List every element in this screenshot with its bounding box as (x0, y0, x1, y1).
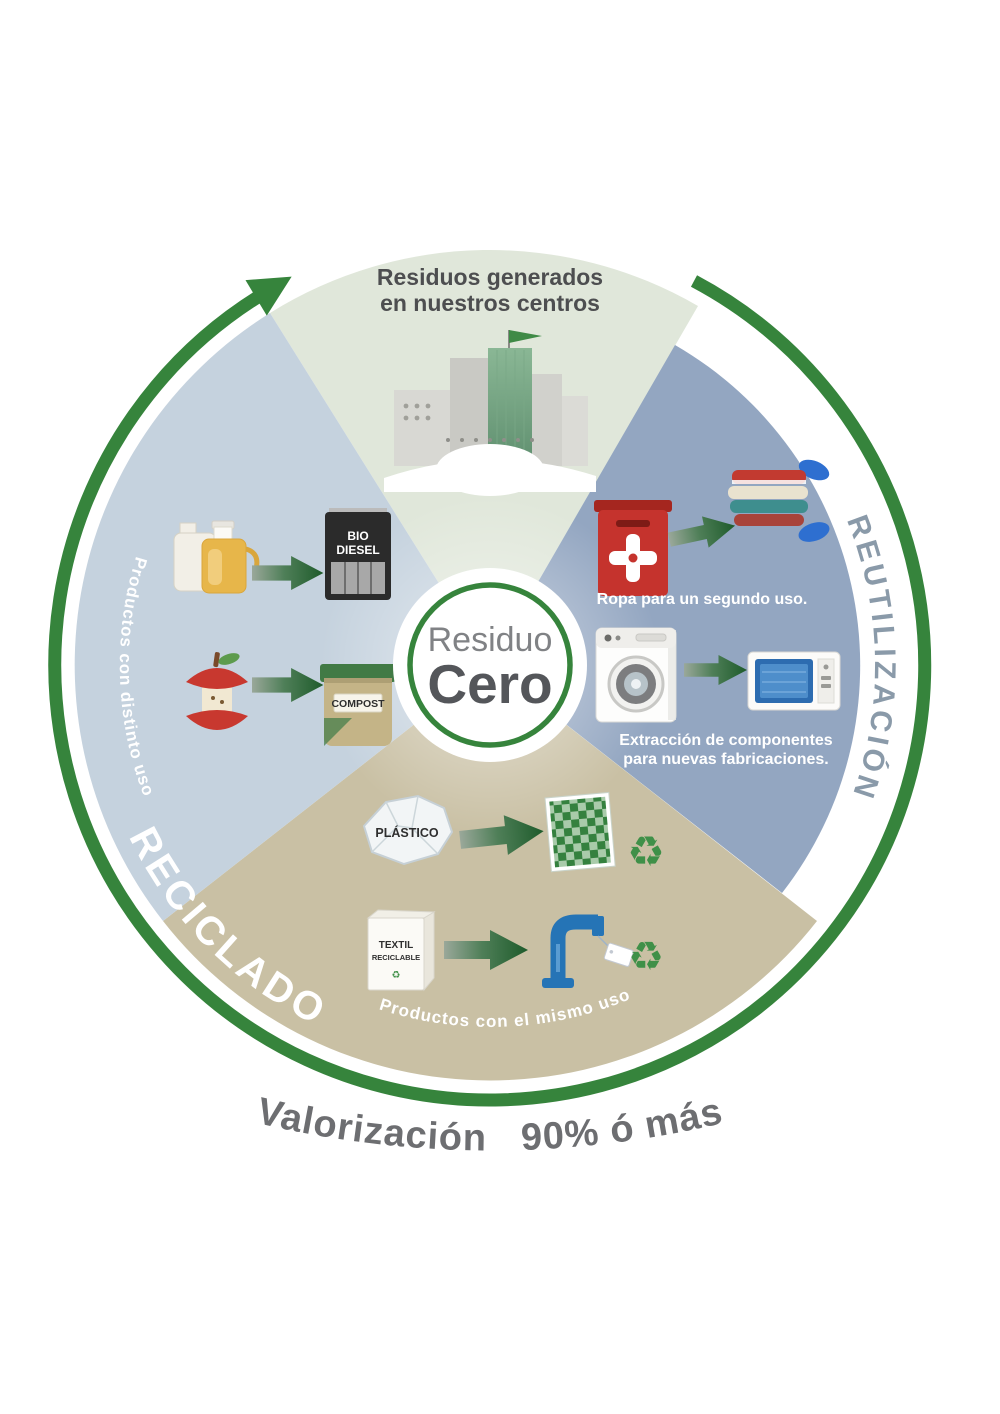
cycle-arrow-ring (48, 275, 932, 1107)
textile-box-icon: TEXTIL RECICLABLE ♻ (366, 909, 436, 992)
price-tag-icon (603, 942, 634, 967)
top-sector-title-line1: Residuos generados (377, 264, 603, 290)
apple-core-icon (186, 652, 248, 730)
center-building-icon (384, 330, 596, 496)
sector-mismo-uso (163, 665, 817, 1081)
hand-bottom-icon (798, 522, 830, 542)
center-title-line2: Cero (427, 653, 552, 715)
center-title-line1: Residuo (428, 621, 553, 659)
recycle-symbol-box: ♻ (392, 970, 401, 981)
biodiesel-label-line1: BIO (347, 529, 368, 543)
recycled-sheet-icon (544, 791, 616, 873)
plastico-label: PLÁSTICO (375, 825, 438, 840)
plastic-waste-icon: PLÁSTICO (362, 794, 454, 866)
biodiesel-label-line2: DIESEL (336, 543, 379, 557)
hand-top-icon (798, 459, 830, 481)
washing-machine-icon (595, 627, 677, 723)
sector-reciclado (74, 313, 490, 921)
caption-extraccion-line2: para nuevas fabricaciones. (623, 751, 828, 768)
microwave-icon (747, 651, 841, 711)
caption-extraccion-line1: Extracción de componentes (619, 732, 832, 749)
donation-container-icon (594, 500, 672, 596)
caption-ropa: Ropa para un segundo uso. (597, 591, 808, 608)
textil-label-line1: TEXTIL (379, 940, 413, 951)
cycle-wheel (74, 250, 861, 1081)
top-sector-title-line2: en nuestros centros (380, 290, 600, 316)
recycle-symbol-textile: ♻ (628, 935, 664, 979)
compost-bag-icon: COMPOST (320, 664, 396, 746)
faucet-icon (542, 914, 634, 988)
biodiesel-pump-icon: BIO DIESEL (325, 508, 391, 600)
building-flag-icon (509, 330, 542, 343)
recycle-symbol-plastic: ♻ (627, 828, 665, 875)
textil-label-line2: RECICLABLE (372, 953, 420, 962)
compost-label: COMPOST (331, 698, 385, 710)
caritas-cross-icon (609, 534, 657, 582)
folded-clothes-icon (728, 459, 830, 542)
center-badge: Residuo Cero (393, 568, 587, 762)
oil-jug-icon (173, 520, 260, 594)
